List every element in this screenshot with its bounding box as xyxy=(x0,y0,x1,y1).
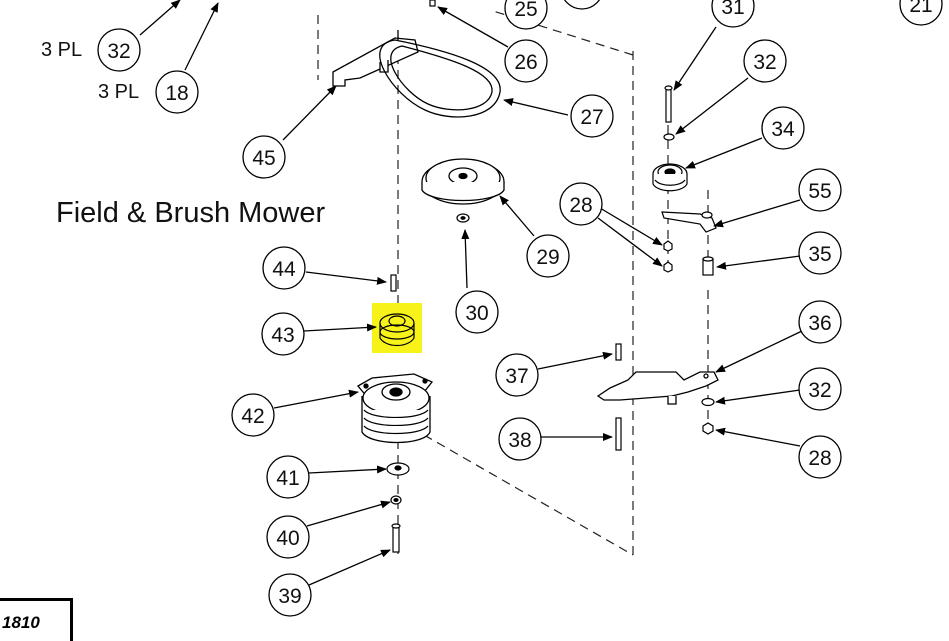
callout-26-label: 26 xyxy=(514,51,537,74)
washer-part-32-upper xyxy=(663,133,675,141)
callout-40-label: 40 xyxy=(276,527,299,550)
nut-part-28-lower xyxy=(702,422,714,435)
bolt-part-39 xyxy=(391,523,401,553)
callout-25-label: 25 xyxy=(514,0,537,21)
callout-43-label: 43 xyxy=(271,324,294,347)
callout-28-upper: 28 xyxy=(559,182,603,226)
callout-31-label: 31 xyxy=(721,0,744,19)
callout-37: 37 xyxy=(495,353,539,397)
callout-55: 55 xyxy=(798,168,842,212)
callout-42-label: 42 xyxy=(241,405,264,428)
callout-39-label: 39 xyxy=(278,585,301,608)
callout-28-upper-label: 28 xyxy=(569,194,592,217)
callout-32-upper-right-label: 32 xyxy=(753,51,776,74)
callout-41-label: 41 xyxy=(276,467,299,490)
callout-45-label: 45 xyxy=(252,147,275,170)
callout-30: 30 xyxy=(455,290,499,334)
diagram-title: Field & Brush Mower xyxy=(56,197,326,229)
callout-18: 18 xyxy=(155,70,199,114)
callout-18-label: 18 xyxy=(165,82,188,105)
callout-31: 31 xyxy=(711,0,755,28)
callout-40: 40 xyxy=(266,515,310,559)
callout-44: 44 xyxy=(262,246,306,290)
bolt-part-26 xyxy=(429,0,436,7)
lockwasher-part-40 xyxy=(390,495,402,505)
callout-21: 21 xyxy=(899,0,943,26)
callout-34-label: 34 xyxy=(771,118,795,141)
highlighted-pulley-part-43 xyxy=(372,303,422,353)
callout-32-left: 32 xyxy=(97,28,141,72)
bracket-plate-part-36 xyxy=(596,371,719,405)
quantity-label-3-pl-upper: 3 PL xyxy=(41,39,83,61)
callout-29: 29 xyxy=(526,234,570,278)
callout-28-lower-label: 28 xyxy=(808,447,831,470)
callout-41: 41 xyxy=(266,455,310,499)
page-reference-number: 1810 xyxy=(2,613,40,632)
callout-32-lower-right-label: 32 xyxy=(808,379,831,402)
callout-27-label: 27 xyxy=(580,106,603,129)
callout-37-label: 37 xyxy=(505,365,528,388)
exploded-parts-diagram: 25 26 27 29 30 31 32 34 55 28 35 36 xyxy=(97,0,943,617)
callout-26: 26 xyxy=(504,39,548,83)
callout-32-left-label: 32 xyxy=(107,40,130,63)
spacer-part-35 xyxy=(702,256,714,276)
idler-pulley-part-34 xyxy=(652,163,688,192)
callout-28-lower: 28 xyxy=(798,435,842,479)
callout-45: 45 xyxy=(242,135,286,179)
callout-25: 25 xyxy=(504,0,548,30)
page-reference-box: 1810 xyxy=(0,598,73,641)
leader-lines xyxy=(139,0,803,586)
callout-38: 38 xyxy=(498,417,542,461)
callout-partial-top xyxy=(563,0,601,10)
callout-36: 36 xyxy=(798,300,842,344)
key-part-44 xyxy=(390,274,397,292)
callout-35-label: 35 xyxy=(808,243,831,266)
callout-55-label: 55 xyxy=(808,180,831,203)
pin-part-37 xyxy=(615,343,622,361)
callout-29-label: 29 xyxy=(536,246,559,269)
callout-21-label: 21 xyxy=(909,0,932,17)
callout-32-lower-right: 32 xyxy=(798,367,842,411)
idler-arm-part-55 xyxy=(661,211,717,233)
callout-38-label: 38 xyxy=(508,429,531,452)
bolt-part-31 xyxy=(664,85,673,123)
washer-part-30 xyxy=(456,213,470,223)
pulley-part-29 xyxy=(421,158,505,205)
bracket-part-45 xyxy=(332,30,419,87)
callout-30-label: 30 xyxy=(465,302,488,325)
callout-34: 34 xyxy=(761,106,805,150)
callout-39: 39 xyxy=(268,573,312,617)
pin-part-38 xyxy=(615,417,622,451)
callout-35: 35 xyxy=(798,231,842,275)
quantity-label-3-pl-lower: 3 PL xyxy=(98,81,140,103)
callout-27: 27 xyxy=(570,94,614,138)
callout-42: 42 xyxy=(231,393,275,437)
washer-part-41 xyxy=(386,462,410,476)
callout-44-label: 44 xyxy=(272,258,296,281)
belt-part-27 xyxy=(379,39,501,118)
callout-43: 43 xyxy=(261,312,305,356)
nuts-part-28-upper xyxy=(663,240,673,273)
washer-part-32-lower xyxy=(701,397,715,407)
callout-36-label: 36 xyxy=(808,312,831,335)
callout-32-upper-right: 32 xyxy=(743,39,787,83)
clutch-part-42 xyxy=(357,373,434,444)
assembly-centerlines xyxy=(317,9,709,560)
